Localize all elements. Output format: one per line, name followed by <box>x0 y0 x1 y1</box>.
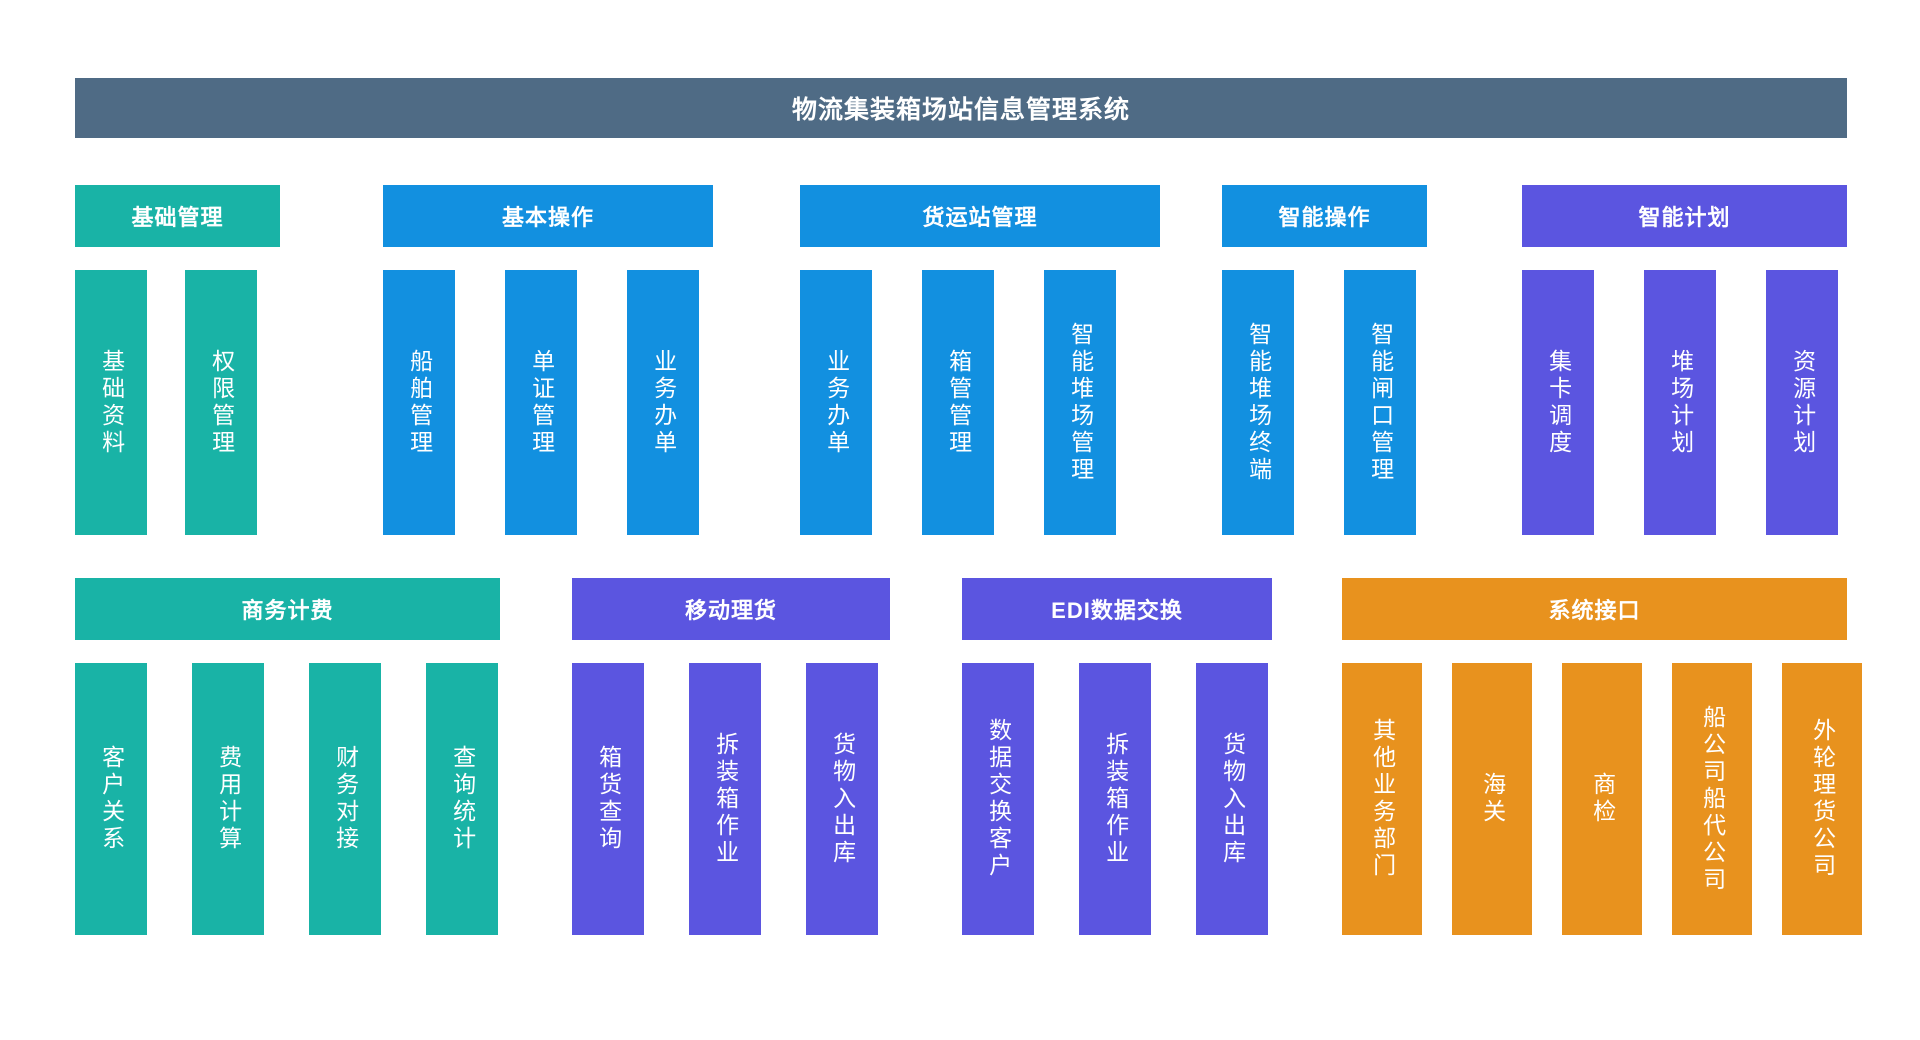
group-header-label: 货运站管理 <box>922 205 1038 230</box>
module-group: 基础管理基础资料 权限管理 <box>75 185 280 535</box>
group-item-list: 船舶管理 单证管理 业务办单 <box>383 270 699 535</box>
module-group: 系统接口其他业务部门 海关 商检 船公司船代公司 外轮理货公司 <box>1342 578 1862 935</box>
module-tile[interactable]: 货物入出库 <box>1196 663 1268 935</box>
module-tile[interactable]: 财务对接 <box>309 663 381 935</box>
module-tile[interactable]: 权限管理 <box>185 270 257 535</box>
module-tile-label: 基础资料 <box>98 348 125 457</box>
group-item-list: 客户关系 费用计算 财务对接 查询统计 <box>75 663 498 935</box>
module-tile[interactable]: 智能闸口管理 <box>1344 270 1416 535</box>
module-tile[interactable]: 船公司船代公司 <box>1672 663 1752 935</box>
module-tile[interactable]: 资源计划 <box>1766 270 1838 535</box>
group-header[interactable]: 智能操作 <box>1222 185 1427 247</box>
module-tile[interactable]: 业务办单 <box>800 270 872 535</box>
group-header[interactable]: 系统接口 <box>1342 578 1847 640</box>
group-item-list: 其他业务部门 海关 商检 船公司船代公司 外轮理货公司 <box>1342 663 1862 935</box>
module-group: 基本操作船舶管理 单证管理 业务办单 <box>383 185 713 535</box>
module-tile[interactable]: 基础资料 <box>75 270 147 535</box>
module-tile-label: 财务对接 <box>332 745 359 853</box>
module-group: 货运站管理业务办单 箱管管理 智能堆场管理 <box>800 185 1160 535</box>
module-tile[interactable]: 查询统计 <box>426 663 498 935</box>
group-item-list: 数据交换客户 拆装箱作业 货物入出库 <box>962 663 1268 935</box>
module-group: 智能计划集卡调度 堆场计划 资源计划 <box>1522 185 1847 535</box>
module-tile-label: 智能闸口管理 <box>1367 321 1394 484</box>
module-tile-label: 船舶管理 <box>406 348 433 457</box>
group-header[interactable]: 货运站管理 <box>800 185 1160 247</box>
module-tile[interactable]: 集卡调度 <box>1522 270 1594 535</box>
module-tile[interactable]: 船舶管理 <box>383 270 455 535</box>
module-tile[interactable]: 商检 <box>1562 663 1642 935</box>
group-header[interactable]: 商务计费 <box>75 578 500 640</box>
group-header-label: EDI数据交换 <box>1051 598 1183 623</box>
module-tile-label: 查询统计 <box>449 745 476 853</box>
group-header[interactable]: 基本操作 <box>383 185 713 247</box>
module-tile-label: 海关 <box>1479 772 1506 826</box>
module-tile-label: 费用计算 <box>215 745 242 853</box>
system-title-bar: 物流集装箱场站信息管理系统 <box>75 78 1847 138</box>
module-tile-label: 外轮理货公司 <box>1809 718 1836 880</box>
module-tile-label: 资源计划 <box>1789 348 1816 457</box>
module-tile[interactable]: 拆装箱作业 <box>1079 663 1151 935</box>
module-tile[interactable]: 智能堆场终端 <box>1222 270 1294 535</box>
module-tile-label: 权限管理 <box>208 348 235 457</box>
group-item-list: 业务办单 箱管管理 智能堆场管理 <box>800 270 1116 535</box>
module-tile-label: 单证管理 <box>528 348 555 457</box>
module-tile[interactable]: 箱管管理 <box>922 270 994 535</box>
module-tile-label: 拆装箱作业 <box>1102 731 1129 867</box>
module-tile[interactable]: 堆场计划 <box>1644 270 1716 535</box>
module-group: 商务计费客户关系 费用计算 财务对接 查询统计 <box>75 578 500 935</box>
group-header-label: 智能计划 <box>1638 205 1731 230</box>
page-title: 物流集装箱场站信息管理系统 <box>791 96 1130 124</box>
module-tile-label: 集卡调度 <box>1545 348 1572 457</box>
module-tile-label: 客户关系 <box>98 745 125 853</box>
module-tile-label: 堆场计划 <box>1667 348 1694 457</box>
module-tile[interactable]: 外轮理货公司 <box>1782 663 1862 935</box>
group-header-label: 基础管理 <box>131 205 224 230</box>
module-tile-label: 货物入出库 <box>829 731 856 867</box>
module-tile[interactable]: 业务办单 <box>627 270 699 535</box>
module-tile-label: 业务办单 <box>650 348 677 457</box>
group-item-list: 基础资料 权限管理 <box>75 270 257 535</box>
group-header-label: 智能操作 <box>1278 205 1371 230</box>
group-item-list: 箱货查询 拆装箱作业 货物入出库 <box>572 663 878 935</box>
group-item-list: 集卡调度 堆场计划 资源计划 <box>1522 270 1838 535</box>
module-tile-label: 商检 <box>1589 772 1616 826</box>
group-header[interactable]: 基础管理 <box>75 185 280 247</box>
module-tile-label: 智能堆场终端 <box>1245 321 1272 484</box>
group-header[interactable]: EDI数据交换 <box>962 578 1272 640</box>
module-tile[interactable]: 其他业务部门 <box>1342 663 1422 935</box>
module-tile[interactable]: 费用计算 <box>192 663 264 935</box>
module-tile[interactable]: 数据交换客户 <box>962 663 1034 935</box>
module-tile-label: 拆装箱作业 <box>712 731 739 867</box>
group-header-label: 商务计费 <box>241 598 334 623</box>
module-tile[interactable]: 箱货查询 <box>572 663 644 935</box>
module-tile[interactable]: 货物入出库 <box>806 663 878 935</box>
module-group: 智能操作智能堆场终端 智能闸口管理 <box>1222 185 1427 535</box>
group-header-label: 移动理货 <box>684 598 777 623</box>
module-group: 移动理货箱货查询 拆装箱作业 货物入出库 <box>572 578 890 935</box>
module-tile[interactable]: 单证管理 <box>505 270 577 535</box>
group-header-label: 基本操作 <box>501 205 594 230</box>
module-tile-label: 货物入出库 <box>1219 731 1246 867</box>
module-tile-label: 船公司船代公司 <box>1699 704 1726 894</box>
group-header[interactable]: 智能计划 <box>1522 185 1847 247</box>
group-header-label: 系统接口 <box>1548 598 1641 623</box>
module-tile-label: 业务办单 <box>823 348 850 457</box>
module-tile-label: 箱货查询 <box>595 745 622 853</box>
module-tile-label: 智能堆场管理 <box>1067 321 1094 484</box>
module-tile-label: 数据交换客户 <box>985 718 1012 880</box>
group-item-list: 智能堆场终端 智能闸口管理 <box>1222 270 1416 535</box>
module-tile[interactable]: 智能堆场管理 <box>1044 270 1116 535</box>
module-tile-label: 箱管管理 <box>945 348 972 457</box>
module-tile[interactable]: 海关 <box>1452 663 1532 935</box>
module-tile-label: 其他业务部门 <box>1369 718 1396 880</box>
group-header[interactable]: 移动理货 <box>572 578 890 640</box>
module-tile[interactable]: 拆装箱作业 <box>689 663 761 935</box>
module-tile[interactable]: 客户关系 <box>75 663 147 935</box>
module-group: EDI数据交换数据交换客户 拆装箱作业 货物入出库 <box>962 578 1272 935</box>
